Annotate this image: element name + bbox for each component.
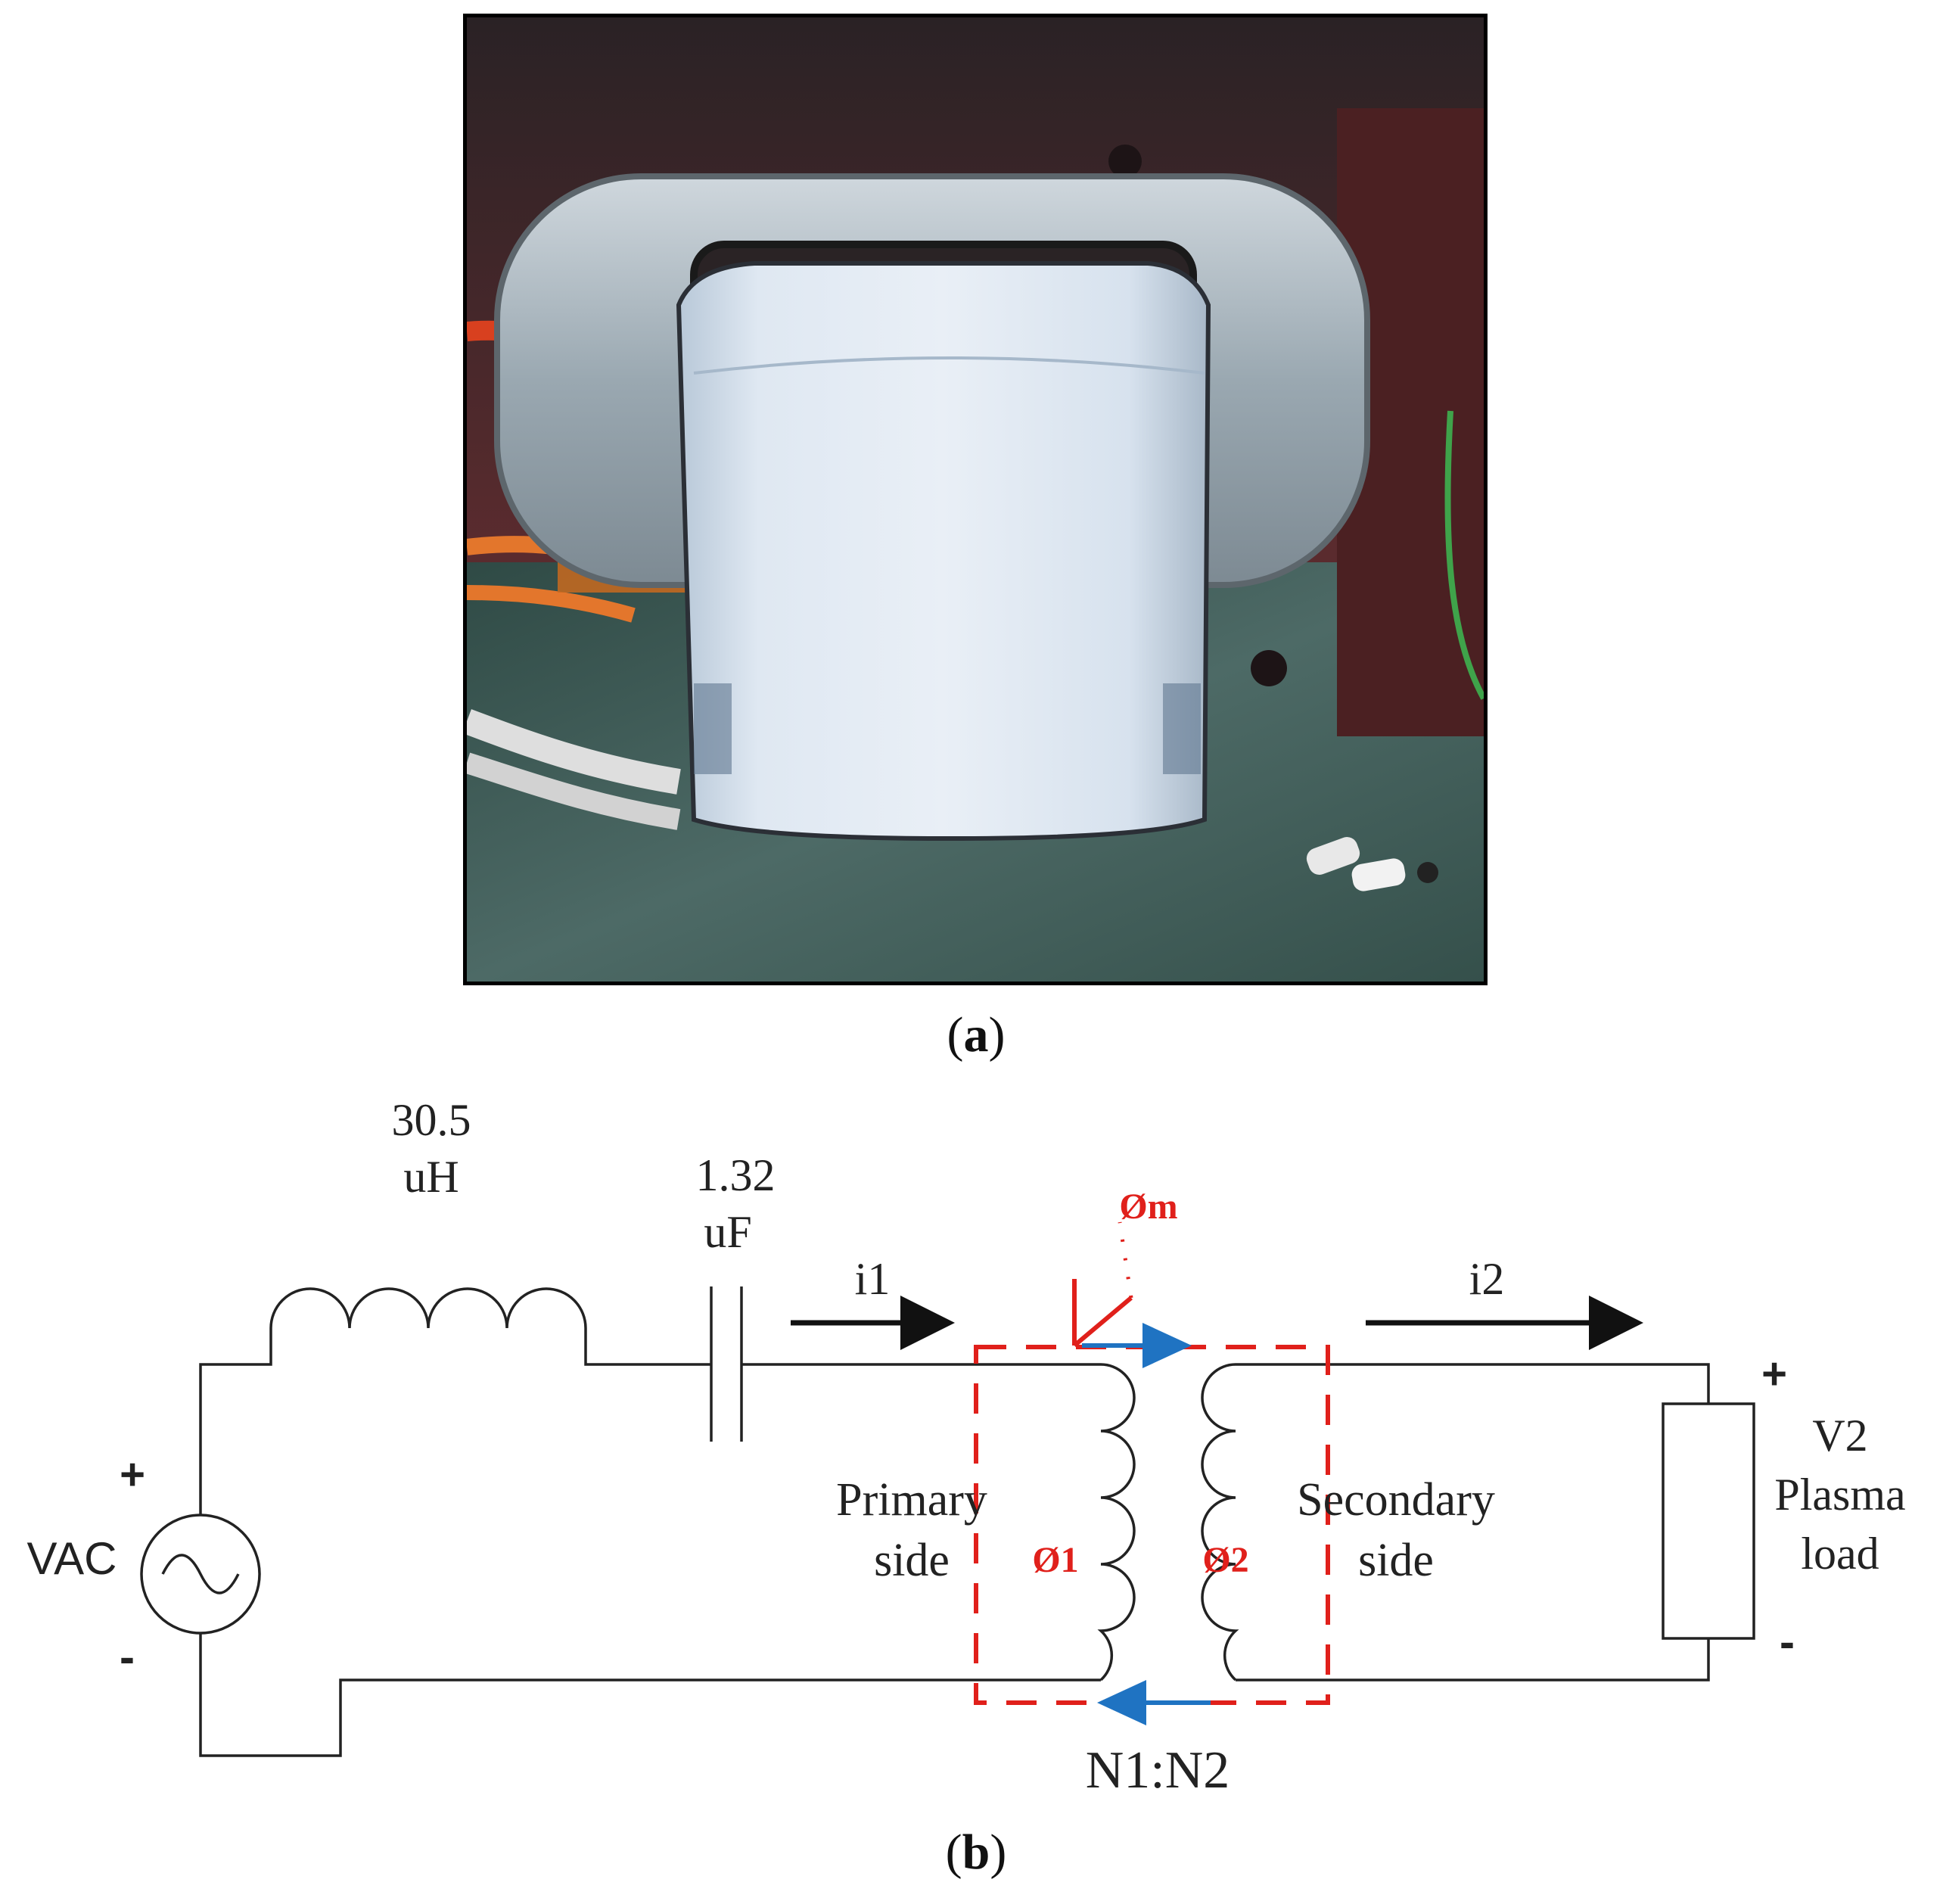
transformer-photo bbox=[463, 14, 1488, 985]
flux-arrow-bottom bbox=[1097, 1680, 1211, 1725]
core-flux-boundary bbox=[974, 1345, 1330, 1705]
current-arrow-i2 bbox=[1366, 1296, 1643, 1350]
flux-arrow-top bbox=[1082, 1323, 1192, 1368]
wire-primary-return bbox=[199, 1608, 1101, 1757]
primary-side-line2: side bbox=[874, 1535, 950, 1586]
ac-source bbox=[140, 1514, 261, 1635]
wire-source-to-inductor bbox=[199, 1328, 272, 1540]
capacitor-value-label: 1.32 bbox=[696, 1150, 776, 1200]
source-plus: + bbox=[120, 1450, 145, 1499]
inductor bbox=[269, 1287, 587, 1329]
flux-1-label: Ø1 bbox=[1032, 1540, 1078, 1580]
mutual-flux-indicator bbox=[1072, 1221, 1133, 1348]
load-voltage-label: V2 bbox=[1812, 1411, 1867, 1461]
current-arrow-i1 bbox=[791, 1296, 955, 1350]
source-minus: - bbox=[120, 1632, 135, 1682]
wire-inductor-to-capacitor bbox=[584, 1328, 711, 1366]
current-i2-label: i2 bbox=[1469, 1254, 1505, 1304]
plasma-load-resistor bbox=[1662, 1402, 1755, 1640]
flux-2-label: Ø2 bbox=[1202, 1540, 1248, 1580]
load-label-line1: Plasma bbox=[1774, 1470, 1905, 1520]
primary-winding bbox=[1097, 1363, 1136, 1682]
wire-load-return bbox=[1236, 1638, 1710, 1682]
source-label: VAC bbox=[27, 1533, 117, 1584]
transformer-photo-drawing bbox=[467, 17, 1484, 982]
load-label-line2: load bbox=[1801, 1529, 1879, 1579]
inductor-unit-label: uH bbox=[403, 1152, 459, 1202]
secondary-side-line1: Secondary bbox=[1297, 1474, 1495, 1526]
inductor-value-label: 30.5 bbox=[392, 1095, 471, 1145]
current-i1-label: i1 bbox=[855, 1254, 891, 1304]
turns-ratio-label: N1:N2 bbox=[1086, 1741, 1230, 1800]
panel-b-caption: (b) bbox=[945, 1825, 1007, 1880]
load-minus: - bbox=[1780, 1616, 1795, 1667]
primary-side-line1: Primary bbox=[836, 1474, 987, 1526]
secondary-side-line2: side bbox=[1358, 1535, 1434, 1586]
capacitor-unit-label: uF bbox=[704, 1207, 751, 1257]
secondary-winding bbox=[1201, 1363, 1239, 1682]
flux-m-label: Øm bbox=[1119, 1187, 1177, 1227]
panel-a-caption: (a) bbox=[947, 1007, 1006, 1062]
load-plus: + bbox=[1761, 1349, 1787, 1398]
wire-secondary-to-load bbox=[1236, 1363, 1710, 1404]
